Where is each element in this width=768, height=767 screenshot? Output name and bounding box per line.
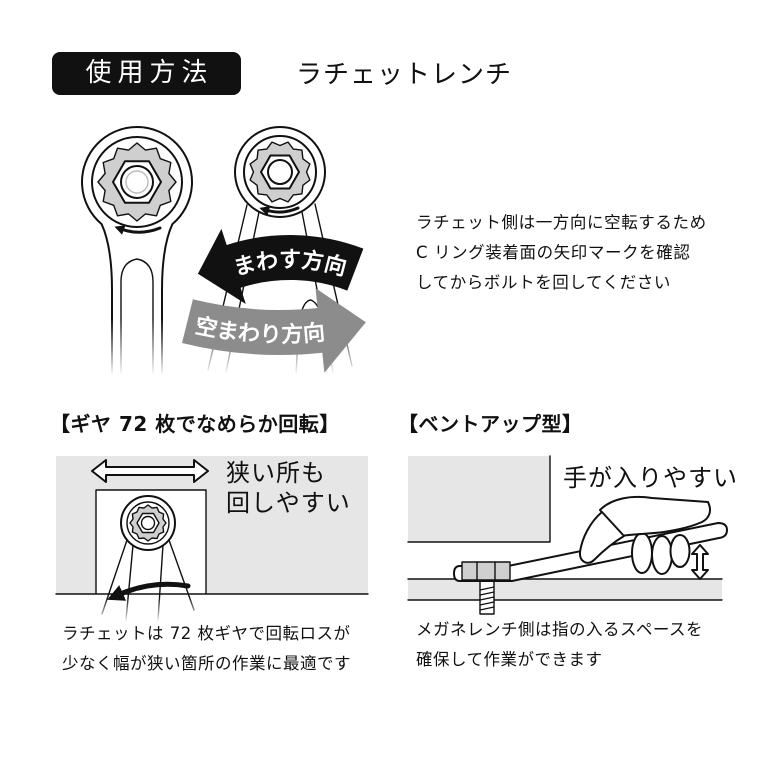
caption-line: 少なく幅が狭い箇所の作業に最適です xyxy=(62,654,351,673)
instruction-line: C リング装着面の矢印マークを確認 xyxy=(416,243,691,262)
narrow-space-callout: 狭い所も 回しやすい xyxy=(226,458,351,518)
wall-edges xyxy=(407,455,551,543)
caption-line: メガネレンチ側は指の入るスペースを xyxy=(416,620,704,639)
finger xyxy=(651,535,673,575)
usage-badge: 使用方法 xyxy=(52,52,241,95)
curved-arrow-icon xyxy=(107,581,191,601)
handle-fade xyxy=(90,597,210,623)
caption-line: ラチェットは 72 枚ギヤで回転ロスが xyxy=(62,624,351,643)
section-heading-bent-up: 【ベントアップ型】 xyxy=(398,412,583,436)
instruction-line: してからボルトを回してください xyxy=(416,273,672,292)
double-arrow-horizontal-icon xyxy=(91,459,209,483)
bolt-threads xyxy=(479,586,495,611)
thumb xyxy=(578,511,625,564)
double-arrow-vertical-icon xyxy=(691,544,709,580)
finger xyxy=(669,534,691,568)
instruction-text: ラチェット側は一方向に空転するため C リング装着面の矢印マークを確認 してから… xyxy=(416,208,707,298)
caption-line: 確保して作業ができます xyxy=(416,650,603,669)
bolt-highlight xyxy=(125,170,149,194)
wrench-handle-groove xyxy=(120,258,154,375)
work-surface xyxy=(408,579,722,600)
turn-direction-arrow: まわす方向 xyxy=(197,228,364,304)
usage-badge-label: 使用方法 xyxy=(85,58,214,88)
turn-direction-arrow-shape xyxy=(197,228,364,304)
idle-direction-arrow-shape xyxy=(182,288,366,373)
callout-line: 狭い所も xyxy=(226,459,326,487)
curved-arrow-icon xyxy=(114,225,162,235)
hex-nut-faces xyxy=(476,561,496,581)
product-title: ラチェットレンチ xyxy=(296,60,513,90)
bent-up-wrench-illustration xyxy=(407,455,728,615)
bent-up-caption: メガネレンチ側は指の入るスペースを 確保して作業ができます xyxy=(416,615,703,675)
narrow-space-illustration xyxy=(55,456,369,623)
ratchet-wrench-large-illustration xyxy=(81,126,193,375)
bolt-head xyxy=(140,515,156,531)
callout-line: 手が入りやすい xyxy=(563,464,738,492)
finger xyxy=(631,532,653,574)
callout-line: 回しやすい xyxy=(226,489,351,517)
hand-access-callout: 手が入りやすい xyxy=(563,463,738,493)
gear-caption: ラチェットは 72 枚ギヤで回転ロスが 少なく幅が狭い箇所の作業に最適です xyxy=(62,619,351,679)
hand-back xyxy=(599,495,711,537)
bolt-head xyxy=(267,159,293,185)
curved-arrow-icon xyxy=(259,206,300,216)
hand-illustration xyxy=(578,495,711,575)
wall-block xyxy=(408,456,550,542)
instruction-line: ラチェット側は一方向に空転するため xyxy=(416,213,707,232)
section-heading-gear: 【ギヤ 72 枚でなめらか回転】 xyxy=(50,412,340,436)
idle-direction-arrow: 空まわり方向 xyxy=(182,288,366,373)
hex-nut-side xyxy=(461,561,511,581)
